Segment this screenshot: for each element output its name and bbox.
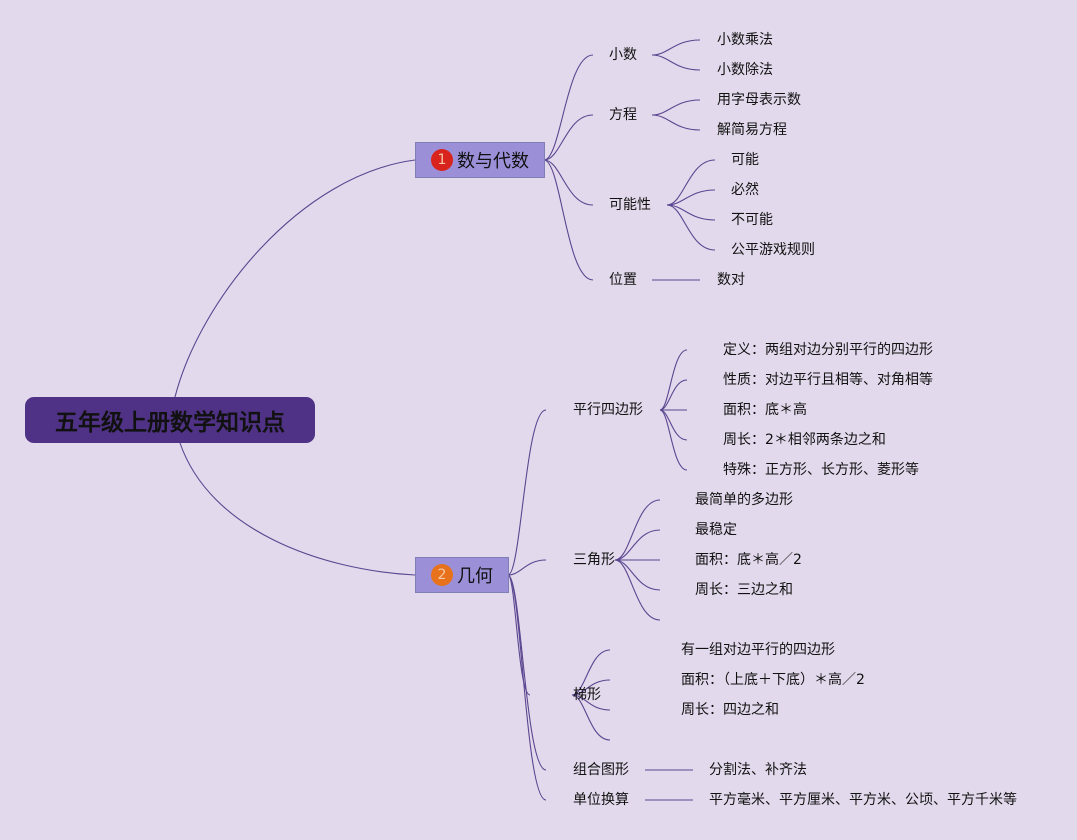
subtopic-node[interactable]: 周长：三边之和 <box>695 582 793 598</box>
leaf-link <box>659 349 688 411</box>
leaf-link <box>614 499 661 561</box>
branch-link <box>507 574 547 801</box>
topic-node[interactable]: 可能性 <box>609 197 651 213</box>
leaf-link <box>651 54 701 71</box>
subtopic-node[interactable]: 可能 <box>731 152 759 168</box>
topic-node[interactable]: 方程 <box>609 107 637 123</box>
topic-node[interactable]: 组合图形 <box>573 762 629 778</box>
leaf-link <box>666 189 716 206</box>
subtopic-node[interactable]: 定义：两组对边分别平行的四边形 <box>723 342 933 358</box>
branch-link <box>507 409 547 576</box>
subtopic-node[interactable]: 解简易方程 <box>717 122 787 138</box>
topic-node[interactable]: 平行四边形 <box>573 402 643 418</box>
priority-2-icon: 2 <box>431 564 453 586</box>
subtopic-node[interactable]: 性质：对边平行且相等、对角相等 <box>723 372 933 388</box>
leaf-link <box>614 559 661 621</box>
leaf-link <box>571 679 611 696</box>
leaf-link <box>651 39 701 56</box>
root-node[interactable]: 五年级上册数学知识点 <box>25 397 315 443</box>
root-link-1 <box>174 159 416 398</box>
subtopic-node[interactable]: 周长：四边之和 <box>681 702 779 718</box>
leaf-link <box>666 204 716 251</box>
subtopic-node[interactable]: 分割法、补齐法 <box>709 762 807 778</box>
subtopic-node[interactable]: 有一组对边平行的四边形 <box>681 642 835 658</box>
leaf-link <box>614 529 661 561</box>
branch-link <box>507 559 547 576</box>
subtopic-node[interactable]: 面积：底＊高 <box>723 402 807 418</box>
subtopic-node[interactable]: 必然 <box>731 182 759 198</box>
subtopic-node[interactable]: 不可能 <box>731 212 773 228</box>
leaf-link <box>666 204 716 221</box>
leaf-link <box>571 649 611 696</box>
priority-1-icon: 1 <box>431 149 453 171</box>
branch-link <box>543 114 594 161</box>
subtopic-node[interactable]: 小数除法 <box>717 62 773 78</box>
subtopic-node[interactable]: 用字母表示数 <box>717 92 801 108</box>
branch-link <box>543 159 594 206</box>
topic-node[interactable]: 梯形 <box>573 687 601 703</box>
subtopic-node[interactable]: 周长：2＊相邻两条边之和 <box>723 432 886 448</box>
root-link-2 <box>179 442 416 576</box>
subtopic-node[interactable]: 特殊：正方形、长方形、菱形等 <box>723 462 919 478</box>
root-label: 五年级上册数学知识点 <box>55 410 285 436</box>
branch-number-algebra[interactable]: 1 数与代数 <box>415 142 545 178</box>
topic-node[interactable]: 小数 <box>609 47 637 63</box>
leaf-link <box>651 99 701 116</box>
subtopic-node[interactable]: 面积：（上底＋下底）＊高／2 <box>681 672 865 688</box>
subtopic-node[interactable]: 公平游戏规则 <box>731 242 815 258</box>
subtopic-node[interactable]: 最稳定 <box>695 522 737 538</box>
subtopic-node[interactable]: 数对 <box>717 272 745 288</box>
leaf-link <box>571 694 611 741</box>
branch-label: 几何 <box>457 566 493 587</box>
leaf-link <box>651 114 701 131</box>
topic-node[interactable]: 位置 <box>609 272 637 288</box>
subtopic-node[interactable]: 平方毫米、平方厘米、平方米、公顷、平方千米等 <box>709 792 1017 808</box>
topic-node[interactable]: 三角形 <box>573 552 615 568</box>
subtopic-node[interactable]: 面积：底＊高／2 <box>695 552 802 568</box>
subtopic-node[interactable]: 最简单的多边形 <box>695 492 793 508</box>
branch-label: 数与代数 <box>457 151 529 172</box>
branch-geometry[interactable]: 2 几何 <box>415 557 509 593</box>
subtopic-node[interactable]: 小数乘法 <box>717 32 773 48</box>
branch-link <box>543 54 594 161</box>
leaf-link <box>659 379 688 411</box>
branch-link <box>543 159 594 281</box>
topic-node[interactable]: 单位换算 <box>573 792 629 808</box>
leaf-link <box>666 159 716 206</box>
leaf-link <box>659 409 688 471</box>
